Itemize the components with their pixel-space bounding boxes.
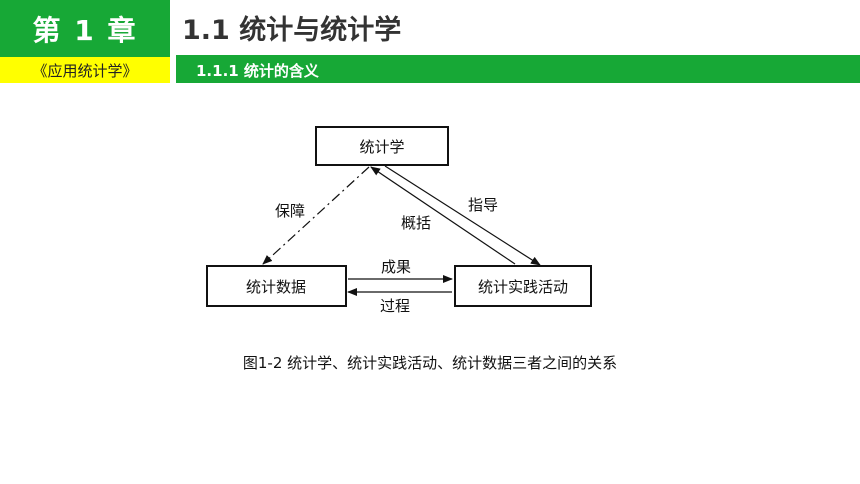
edge-process-label: 过程: [380, 297, 410, 315]
edge-guarantee: [262, 166, 370, 265]
node-data-label: 统计数据: [246, 278, 306, 296]
edge-guarantee-label: 保障: [275, 202, 305, 220]
edge-generalize: [370, 166, 516, 265]
subsection-title: 1.1.1 统计的含义: [196, 61, 319, 80]
figure-caption: 图1-2 统计学、统计实践活动、统计数据三者之间的关系: [242, 354, 618, 372]
chapter-badge: 第 1 章: [0, 0, 170, 57]
title-divider: [176, 55, 860, 57]
node-statistics-label: 统计学: [359, 138, 404, 156]
section-title: 1.1 统计与统计学: [182, 15, 402, 46]
edge-guide-label: 指导: [468, 196, 498, 214]
chapter-label: 第 1 章: [32, 13, 138, 47]
book-title-badge: 《应用统计学》: [0, 57, 170, 83]
node-data-box: [206, 265, 347, 307]
node-statistics: 统计学: [315, 126, 449, 166]
node-statistics-box: [315, 126, 449, 166]
node-data: 统计数据: [206, 265, 347, 307]
node-practice-label: 统计实践活动: [478, 278, 568, 296]
edge-result-label: 成果: [381, 258, 411, 276]
edge-guide: [384, 165, 541, 266]
node-practice: 统计实践活动: [454, 265, 592, 307]
edge-generalize-label: 概括: [401, 214, 431, 232]
node-practice-box: [454, 265, 592, 307]
subsection-bar: 1.1.1 统计的含义: [176, 57, 860, 83]
book-title: 《应用统计学》: [32, 61, 138, 80]
